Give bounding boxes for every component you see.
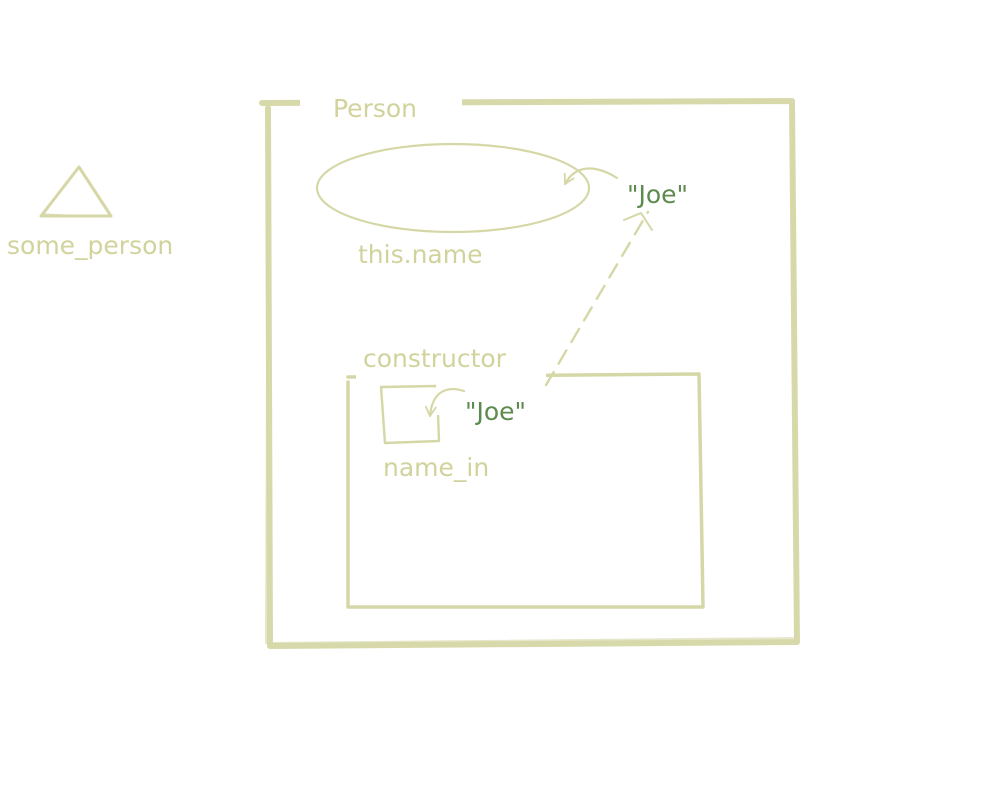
this-name-variable: this.name "Joe" — [315, 142, 688, 269]
square-shape — [379, 384, 441, 445]
assignment-dashed-arrow — [544, 210, 650, 387]
person-label-gap — [300, 88, 462, 118]
assignment-arrowhead — [623, 212, 653, 231]
ellipse-shape — [315, 142, 591, 234]
person-frame — [259, 98, 800, 649]
this-name-label: this.name — [358, 240, 482, 269]
name-in-label: name_in — [383, 453, 489, 482]
name-in-value: "Joe" — [465, 397, 526, 426]
person-label: Person — [333, 94, 417, 123]
name-in-binding-arrow — [424, 388, 466, 418]
triangle-shape — [39, 165, 113, 218]
constructor-label: constructor — [363, 344, 507, 373]
constructor-frame — [346, 372, 705, 609]
some-person-variable: some_person — [7, 165, 173, 260]
this-name-value: "Joe" — [627, 180, 688, 209]
constructor-scope: constructor name_in "Joe" — [346, 344, 705, 609]
some-person-label: some_person — [7, 231, 173, 260]
this-name-binding-arrow — [563, 167, 619, 186]
person-object: Person — [259, 88, 800, 649]
constructor-label-gap — [356, 360, 546, 388]
